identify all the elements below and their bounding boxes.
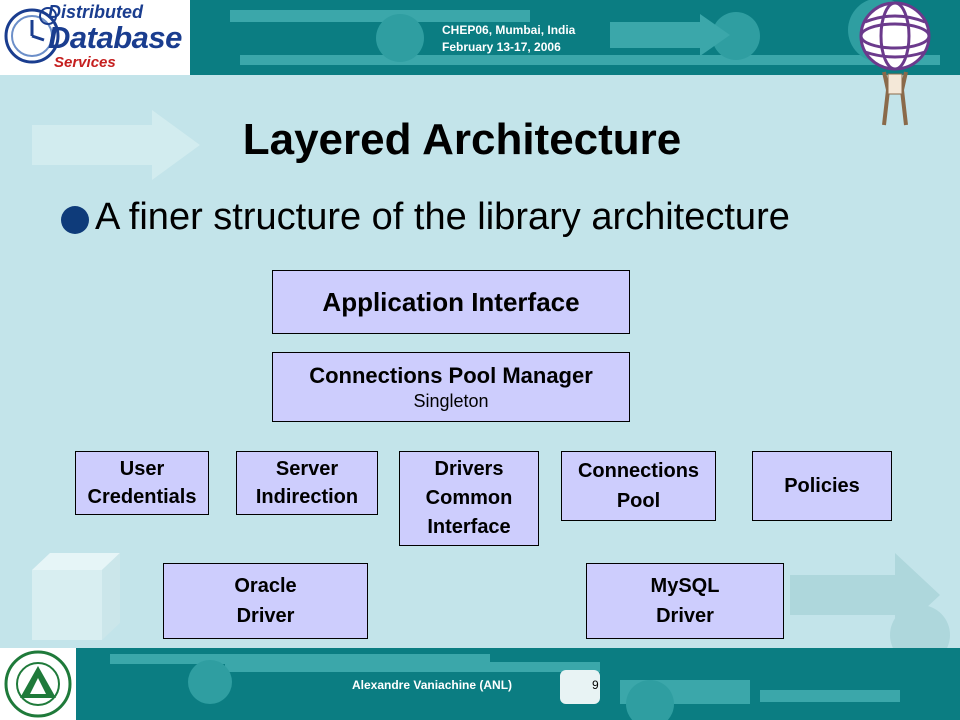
server-indirection-line2: Indirection	[255, 486, 359, 508]
slide-title: Layered Architecture	[242, 115, 682, 164]
mysql-driver-line2: Driver	[656, 605, 714, 627]
mysql-driver-line1: MySQL	[650, 575, 720, 597]
pool-manager-title: Connections Pool Manager	[309, 362, 593, 388]
application-interface-label: Application Interface	[322, 286, 580, 317]
drivers-common-interface-box: Drivers Common Interface	[399, 451, 539, 546]
connections-pool-line2: Pool	[616, 490, 661, 512]
mysql-driver-box: MySQL Driver	[586, 563, 784, 639]
connections-pool-line1: Connections	[577, 460, 700, 482]
server-indirection-line1: Server	[275, 458, 339, 480]
clock-icon	[4, 7, 60, 64]
background-decoration	[32, 110, 950, 648]
logo-line3: Services	[54, 54, 116, 71]
conference-line1: CHEP06, Mumbai, India	[442, 23, 576, 37]
user-credentials-line2: Credentials	[87, 486, 197, 508]
user-credentials-box: User Credentials	[75, 451, 209, 515]
atlas-logo-icon	[859, 1, 931, 126]
policies-label: Policies	[784, 474, 860, 497]
logo-line1: Distributed	[48, 2, 144, 22]
drivers-line1: Drivers	[434, 458, 504, 480]
user-credentials-line1: User	[119, 458, 165, 480]
oracle-driver-box: Oracle Driver	[163, 563, 368, 639]
drivers-line2: Common	[425, 487, 513, 509]
oracle-driver-line2: Driver	[236, 605, 295, 627]
footer-decoration	[110, 654, 900, 720]
footer-bar	[0, 648, 960, 720]
page-number: 9	[592, 678, 599, 692]
bullet-text: A finer structure of the library archite…	[95, 196, 790, 238]
conference-info: CHEP06, Mumbai, India February 13-17, 20…	[442, 22, 575, 56]
conference-line2: February 13-17, 2006	[442, 40, 561, 54]
anl-logo	[0, 648, 76, 720]
connections-pool-box: Connections Pool	[561, 451, 716, 521]
bullet-icon	[61, 206, 89, 234]
application-interface-box: Application Interface	[272, 270, 630, 334]
oracle-driver-line1: Oracle	[234, 575, 297, 597]
connections-pool-manager-box: Connections Pool Manager Singleton	[272, 352, 630, 422]
footer-author: Alexandre Vaniachine (ANL)	[352, 678, 513, 692]
dds-logo: Distributed Database Services	[0, 0, 190, 75]
policies-box: Policies	[752, 451, 892, 521]
pool-manager-subtitle: Singleton	[413, 390, 489, 411]
logo-line2: Database	[48, 20, 182, 55]
anl-logo-icon	[4, 650, 72, 718]
drivers-line3: Interface	[427, 516, 511, 538]
server-indirection-box: Server Indirection	[236, 451, 378, 515]
